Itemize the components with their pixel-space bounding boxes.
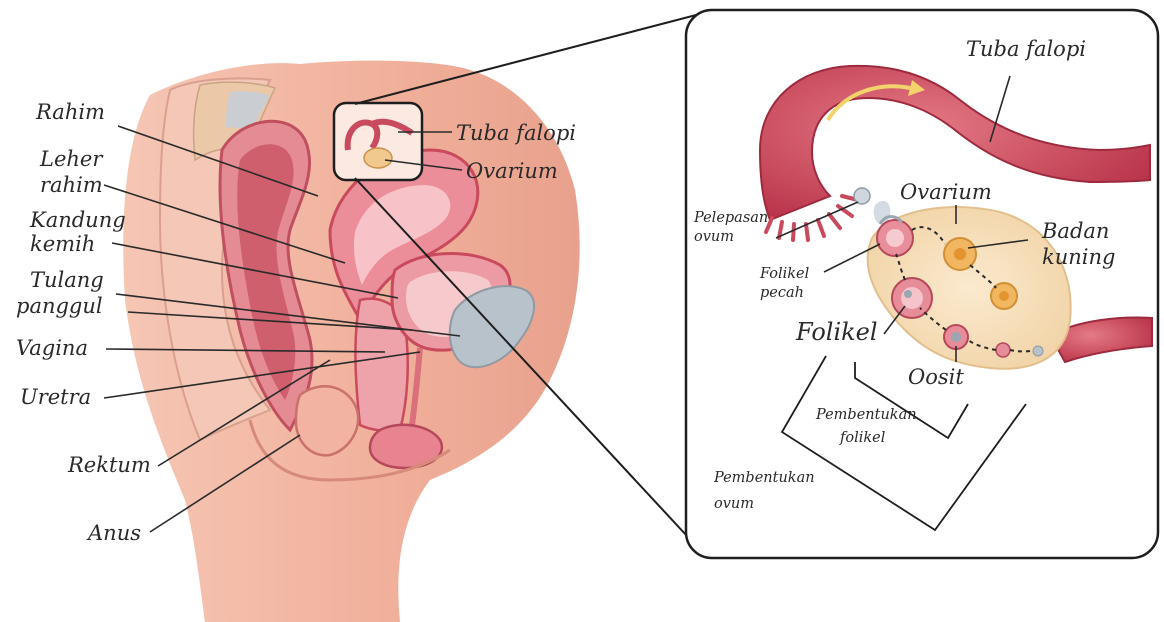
label-pelepasan-2: ovum <box>694 229 734 245</box>
label-rektum: Rektum <box>67 453 151 477</box>
label-uretra: Uretra <box>20 385 91 409</box>
label-folikel-pecah-2: pecah <box>760 285 804 301</box>
label-badan-2: kuning <box>1042 245 1115 269</box>
small-inset <box>334 103 422 180</box>
label-pemb-folikel-1: Pembentukan <box>815 407 917 423</box>
label-leher-1: Leher <box>39 147 104 171</box>
label-pemb-folikel-2: folikel <box>839 430 886 446</box>
label-oosit: Oosit <box>908 365 964 389</box>
label-folikel-pecah-1: Folikel <box>759 266 810 282</box>
label-pemb-ovum-1: Pembentukan <box>713 470 815 486</box>
small-ovary <box>364 148 392 168</box>
perineum <box>296 386 358 455</box>
label-pelepasan-1: Pelepasan <box>693 210 768 226</box>
label-leher-2: rahim <box>40 173 103 197</box>
released-ovum <box>854 188 870 204</box>
label-folikel: Folikel <box>795 318 878 346</box>
zoom-connector-top <box>355 14 700 104</box>
label-small-tuba: Tuba falopi <box>456 121 576 145</box>
label-vagina: Vagina <box>16 336 88 360</box>
label-zoom-tuba: Tuba falopi <box>966 37 1086 61</box>
label-tulang-2: panggul <box>16 294 103 318</box>
label-kandung-2: kemih <box>30 232 95 256</box>
label-tulang-1: Tulang <box>30 268 104 292</box>
label-badan-1: Badan <box>1041 219 1109 243</box>
label-anus: Anus <box>86 521 141 545</box>
follicle-medium <box>944 325 968 349</box>
label-pemb-ovum-2: ovum <box>714 496 754 512</box>
label-kandung-1: Kandung <box>29 208 126 232</box>
label-zoom-ovarium: Ovarium <box>900 180 992 204</box>
label-small-ovarium: Ovarium <box>466 159 558 183</box>
follicle-large <box>892 278 932 318</box>
label-rahim: Rahim <box>35 100 105 124</box>
